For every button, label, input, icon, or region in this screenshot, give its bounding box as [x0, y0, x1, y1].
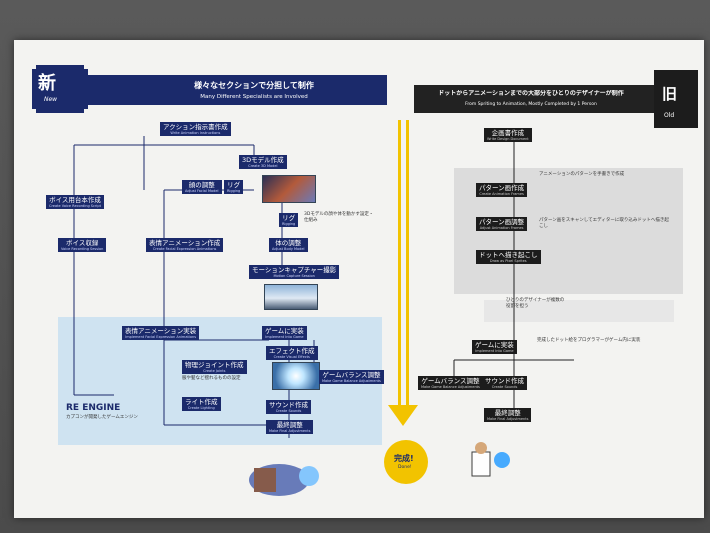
effect-thumbnail [272, 362, 320, 390]
implement-note: 完成したドット絵をプログラマーがゲーム内に実装 [537, 338, 641, 343]
3d-model-thumbnail [262, 175, 316, 203]
rigging-description: 3Dモデルの顔や体を動かす設定・仕組み [304, 212, 374, 223]
exhibit-poster: 新 New 様々なセクションで分担して制作 Many Different Spe… [14, 40, 704, 518]
poster-graphics [32, 65, 698, 496]
re-engine-title: RE ENGINE [66, 403, 121, 413]
new-badge-block [36, 65, 84, 113]
done-text-ja: 完成! [394, 454, 414, 463]
center-arrows [384, 120, 428, 484]
left-title: 様々なセクションで分担して制作 [194, 81, 314, 90]
game-sprite-left [249, 464, 319, 496]
done-text-en: Done! [398, 465, 412, 470]
joints-description: 服や髪など揺れるものの設定 [182, 376, 241, 381]
old-badge-text: 旧 [662, 85, 678, 103]
right-gray-panel-2 [484, 300, 674, 322]
mocap-thumbnail [264, 284, 318, 310]
old-badge-block [654, 70, 698, 128]
dot-note: パターン画をスキャンしてエディターに取り込みドットへ描き起こし [539, 218, 669, 229]
right-title: ドットからアニメーションまでの大部分をひとりのデザイナーが制作 [438, 90, 624, 97]
old-badge-sub: Old [664, 112, 675, 119]
new-badge-sub: New [44, 96, 58, 103]
left-header-band [42, 75, 387, 105]
game-sprite-right [471, 442, 510, 477]
one-designer-note: ひとりのデザイナーが複数の役割を担う [506, 298, 565, 309]
left-subtitle: Many Different Specialists are Involved [200, 94, 308, 100]
right-subtitle: From Spriting to Animation, Mostly Compl… [465, 102, 597, 107]
new-badge-text: 新 [38, 73, 56, 94]
right-header-band [414, 85, 692, 113]
pattern-note: アニメーションのパターンを手書きで作成 [539, 172, 625, 177]
re-engine-subtitle: カプコンが開発したゲームエンジン [66, 415, 138, 420]
